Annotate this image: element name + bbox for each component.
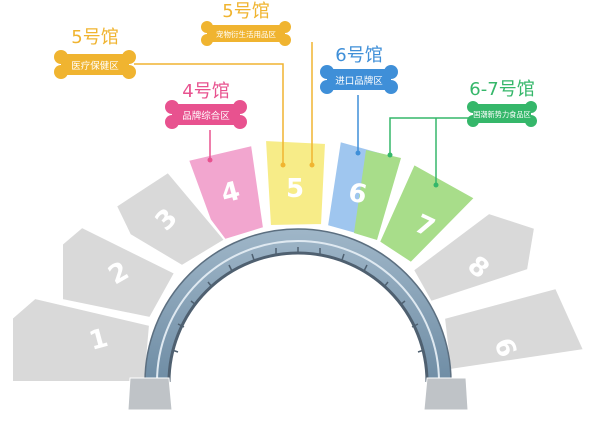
label-hall5-top-title: 5号馆: [222, 1, 269, 22]
hall-5-shape[interactable]: [263, 138, 328, 228]
hall-5-number: 5: [286, 174, 304, 204]
hall-6[interactable]: 6: [325, 139, 403, 242]
hall-6-right-shape[interactable]: [442, 286, 586, 372]
label-hall5-top[interactable]: 5号馆 宠物衍生活用品区: [201, 1, 291, 46]
leader-hall5-left: [134, 63, 284, 165]
label-hall5-left-zone: 医疗保健区: [71, 60, 119, 72]
bone-hall67: [467, 101, 537, 127]
hall-6-number: 6: [346, 178, 370, 211]
corridor-left-foot: [127, 377, 173, 411]
hall-8[interactable]: 8: [411, 211, 537, 304]
hall-3-shape[interactable]: [114, 170, 227, 268]
label-hall5-left[interactable]: 5号馆 医疗保健区: [54, 27, 136, 79]
corridor-right-foot: [423, 377, 469, 411]
halls-group: 1 2 3 4 5 6 7 8: [11, 138, 586, 383]
label-hall5-top-zone: 宠物衍生活用品区: [216, 29, 276, 39]
central-corridor: [127, 228, 469, 411]
label-hall4-zone: 品牌综合区: [182, 110, 230, 122]
label-hall6-zone: 进口品牌区: [335, 75, 383, 87]
label-hall5-left-title: 5号馆: [71, 27, 118, 48]
hall-8-shape[interactable]: [411, 211, 537, 304]
hall-2[interactable]: 2: [61, 225, 177, 320]
hall-6-right[interactable]: 6: [442, 286, 586, 372]
label-hall6[interactable]: 6号馆 进口品牌区: [320, 45, 398, 94]
label-hall6-title: 6号馆: [335, 45, 382, 66]
leader-lines: [134, 42, 470, 188]
label-hall4-title: 4号馆: [182, 81, 229, 102]
hall-7-shape[interactable]: [377, 162, 477, 265]
hall-3[interactable]: 3: [114, 170, 227, 268]
corridor-inner-line: [156, 240, 440, 383]
bone-hall6: [320, 65, 398, 94]
hall-5[interactable]: 5: [263, 138, 328, 228]
bone-hall4: [165, 100, 247, 129]
label-hall4[interactable]: 4号馆 品牌综合区: [165, 81, 247, 129]
bone-hall5-left: [54, 50, 136, 79]
hall-6-7-shared-area: [354, 150, 401, 240]
hall-4-shape[interactable]: [186, 143, 266, 242]
hall-2-shape[interactable]: [61, 225, 177, 320]
corridor-base: [167, 251, 429, 383]
label-hall67-zone: 国潮新势力食品区: [473, 110, 531, 119]
corridor-pillars: [171, 247, 425, 353]
label-hall67[interactable]: 6-7号馆 国潮新势力食品区: [467, 79, 537, 127]
hall-7[interactable]: 7: [377, 162, 477, 265]
bone-hall5-top: [201, 21, 291, 46]
leader-hall67: [389, 117, 470, 155]
hall-4[interactable]: 4: [186, 143, 266, 242]
label-hall67-title: 6-7号馆: [469, 79, 534, 100]
